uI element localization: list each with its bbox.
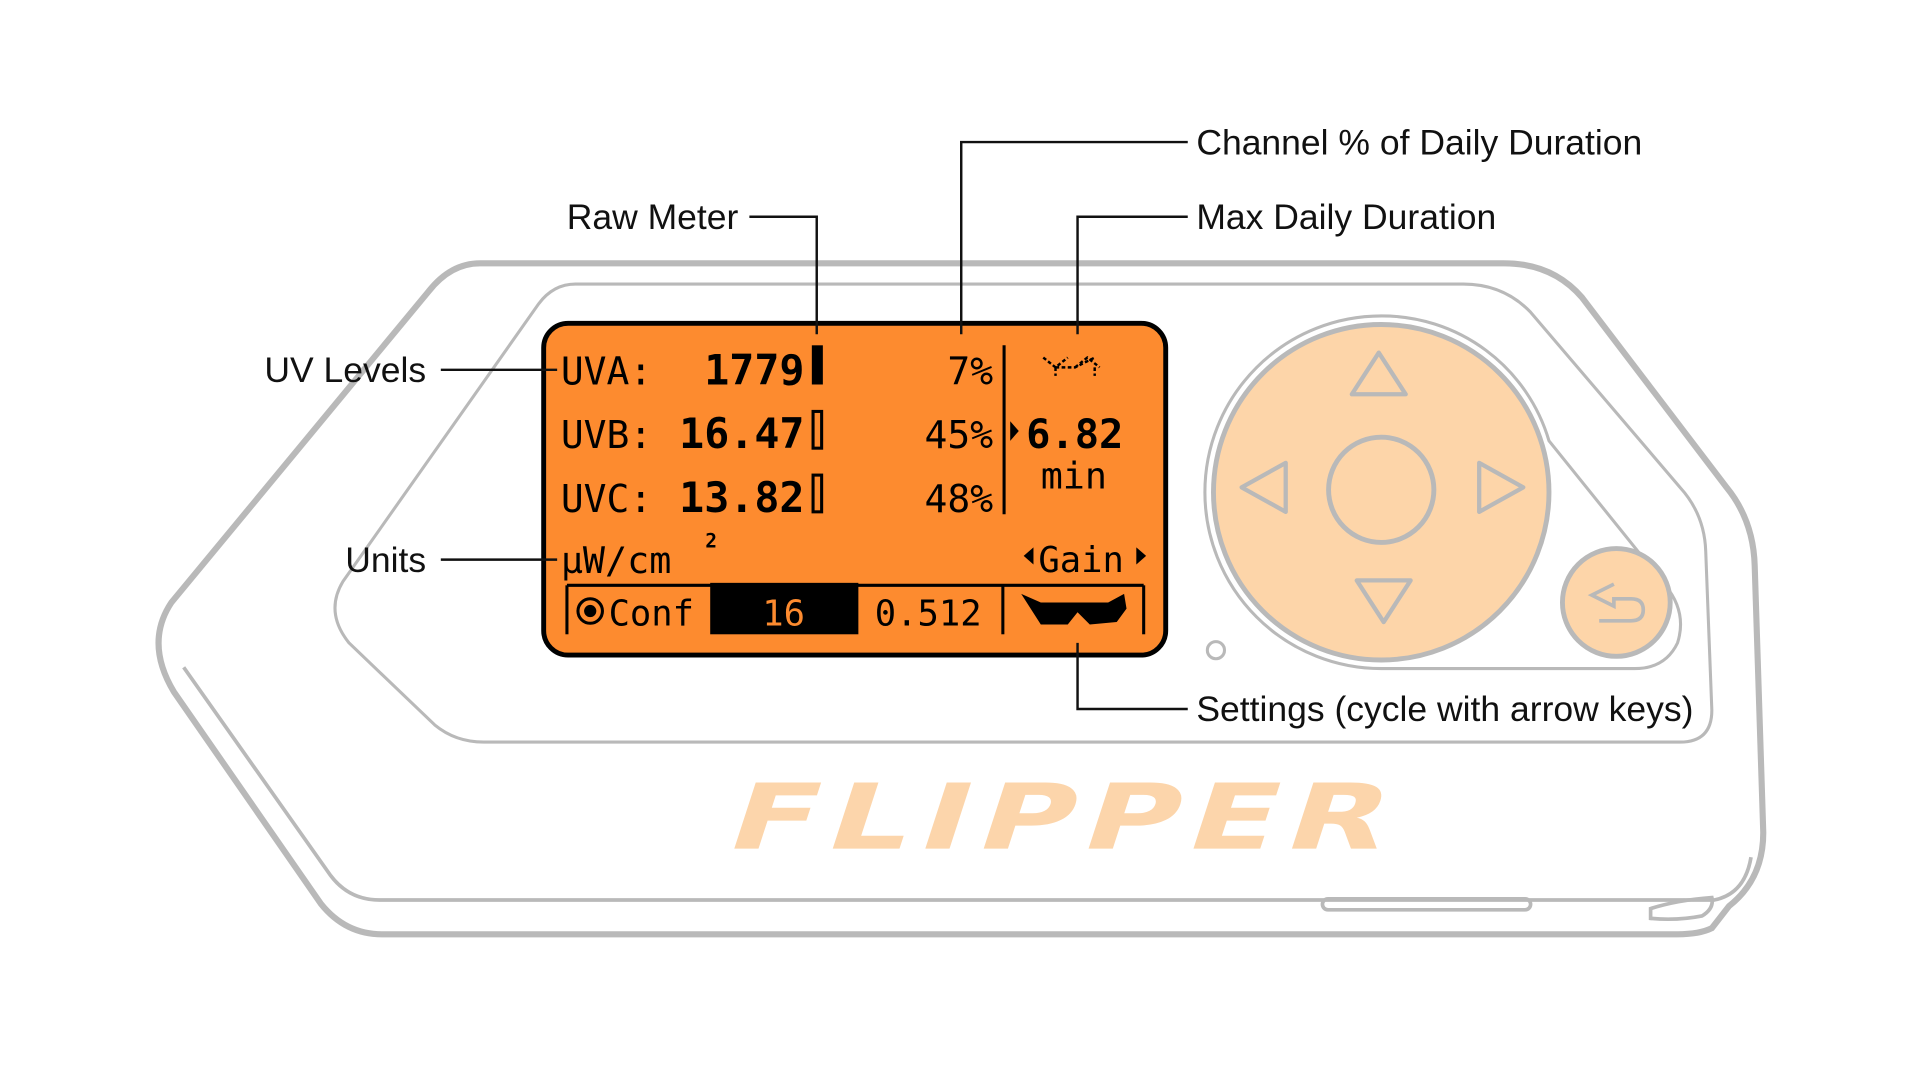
uvb-raw-meter xyxy=(811,409,824,450)
callout-settings: Settings (cycle with arrow keys) xyxy=(1076,642,1693,729)
units-label: µW/cm xyxy=(561,539,672,582)
status-led xyxy=(1205,640,1227,661)
tab-conf-label: Conf xyxy=(609,594,694,635)
back-arrow-icon xyxy=(1587,582,1646,623)
uvc-percent: 48% xyxy=(925,477,994,521)
callout-uv-levels-label: UV Levels xyxy=(264,350,426,390)
ok-button[interactable] xyxy=(1326,434,1437,545)
uva-raw-meter xyxy=(811,345,823,385)
duration-unit: min xyxy=(1041,455,1107,498)
callout-channel-pct-label: Channel % of Daily Duration xyxy=(1196,122,1642,162)
uvb-percent: 45% xyxy=(925,413,994,457)
uva-percent: 7% xyxy=(947,349,993,393)
right-arrow-icon[interactable] xyxy=(1477,460,1526,514)
tab-time-value[interactable]: 0.512 xyxy=(875,594,982,635)
uvb-row: UVB: 16.47 45% xyxy=(561,409,993,458)
eye-icon xyxy=(1042,355,1101,376)
dpad[interactable] xyxy=(1203,314,1683,671)
sunglasses-icon[interactable] xyxy=(1021,593,1127,625)
uvb-value: 16.47 xyxy=(679,409,804,458)
callout-channel-pct: Channel % of Daily Duration xyxy=(960,122,1642,335)
tab-conf[interactable]: Conf xyxy=(576,594,694,635)
callout-units: Units xyxy=(345,540,558,580)
tab-gain[interactable]: 16 xyxy=(710,582,859,635)
back-button[interactable] xyxy=(1560,546,1673,659)
selector-arrow-icon xyxy=(1010,421,1019,441)
uvc-label: UVC: xyxy=(561,477,652,521)
uvc-raw-meter xyxy=(811,473,824,514)
callout-max-daily: Max Daily Duration xyxy=(1076,197,1496,335)
screen: UVA: 1779 7% UVB: 16.47 45% UVC: 13.82 4… xyxy=(541,320,1169,658)
flipper-logo: FLIPPER xyxy=(715,765,1417,870)
units-exponent: 2 xyxy=(705,529,717,552)
uvc-value: 13.82 xyxy=(679,473,804,522)
radio-icon xyxy=(576,597,604,625)
left-arrow-icon[interactable] xyxy=(1239,460,1288,514)
callout-raw-meter-label: Raw Meter xyxy=(567,197,739,237)
uvb-label: UVB: xyxy=(561,413,652,457)
callout-uv-levels: UV Levels xyxy=(264,350,558,390)
callout-units-label: Units xyxy=(345,540,426,580)
uva-value: 1779 xyxy=(704,345,804,394)
uva-row: UVA: 1779 7% xyxy=(561,345,993,394)
setting-left-arrow-icon[interactable] xyxy=(1023,547,1034,565)
device-body xyxy=(155,260,1767,938)
uva-label: UVA: xyxy=(561,349,652,393)
duration-value: 6.82 xyxy=(1026,410,1123,458)
callout-settings-label: Settings (cycle with arrow keys) xyxy=(1196,689,1693,729)
callout-raw-meter: Raw Meter xyxy=(567,197,818,335)
setting-right-arrow-icon[interactable] xyxy=(1136,547,1147,565)
callout-max-daily-label: Max Daily Duration xyxy=(1196,197,1496,237)
down-arrow-icon[interactable] xyxy=(1354,578,1413,625)
tab-gain-value: 16 xyxy=(762,594,805,635)
setting-name: Gain xyxy=(1038,540,1124,581)
uvc-row: UVC: 13.82 48% xyxy=(561,473,993,522)
up-arrow-icon[interactable] xyxy=(1349,350,1408,397)
